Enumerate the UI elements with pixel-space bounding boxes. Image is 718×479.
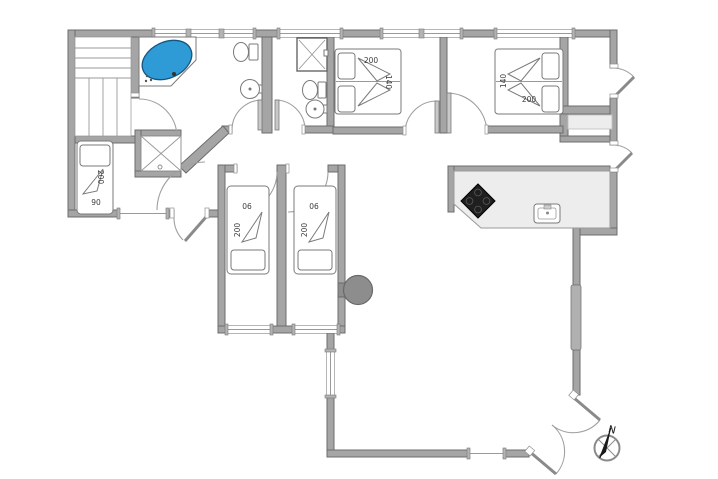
bed-length-label: 200 [522,95,537,104]
double-bed-right: 140 200 [494,48,564,115]
bedroom1-door-swing-arc [404,100,438,134]
kitchen-stove [460,183,496,219]
spa-drain [172,72,176,76]
door-jambs [129,63,619,457]
spa-water [141,39,193,81]
side-door-swing-arc [612,144,633,154]
bedroom2-door-leaf [446,92,452,134]
toilet-tank [317,81,327,99]
bedroom2-door-swing-arc [446,92,488,134]
pillow [230,249,266,271]
kitchen [453,170,611,229]
toilet-bowl [233,42,249,62]
toilet-bowl [302,80,318,100]
pillow [297,249,333,271]
bathroom2-door-leaf [274,99,280,131]
sauna-door-swing-arc [138,98,178,138]
kitchen-counter [453,170,611,229]
exterior-door-leaf [183,216,208,242]
duvet-fold [506,57,541,82]
pillow [541,52,560,80]
tall-window [570,284,582,351]
wardrobe [567,114,613,130]
sink-tap [543,204,552,210]
pillow [79,144,111,167]
shower-knob [323,49,329,57]
duvet-fold [240,211,263,243]
single-bed-niche: 200 90 [76,140,114,215]
duvet-fold [81,168,104,195]
bathroom2-fixtures [296,37,329,119]
single-bed-room1: 90 200 [226,185,270,275]
bed-length-label: 200 [233,223,242,238]
bathroom1-door-swing-arc [231,99,263,131]
bed-length-label: 200 [96,170,105,185]
bed-width-label: 90 [91,198,101,207]
pillow [337,52,356,80]
bed-width-label: 140 [384,75,393,90]
pillow [337,85,356,113]
duvet-fold [506,82,541,107]
windows [116,27,582,460]
single-bed-room2: 90 200 [293,185,337,275]
shower-hall [140,135,182,172]
exterior-door-swing-arc [173,216,184,241]
entry-door-swing-arc [612,67,635,78]
duvet-fold [357,82,392,107]
sauna-benches [74,36,132,137]
pillow [541,85,560,113]
patio-door-leaf-right [573,396,601,422]
bed-length-label: 200 [300,223,309,238]
double-bed-left: 200 140 [334,48,402,115]
wood-stove [337,274,374,306]
bed-width-label: 90 [309,201,319,210]
patio-door-swing-arc-right [551,419,601,434]
bathroom2-door-swing-arc [274,99,306,131]
spa-bath [138,36,197,87]
hall-door-swing-arc [156,161,206,211]
patio-door-swing-arc-left [551,424,566,475]
shower-drain [157,164,163,170]
compass-rose: N [593,424,621,462]
bed-length-label: 200 [364,56,379,65]
duvet-fold [307,211,330,243]
bed-width-label: 90 [242,201,252,210]
north-label: N [607,424,617,436]
bathroom1-door-leaf [257,99,263,131]
patio-door-leaf-left [529,450,557,476]
bed-width-label: 140 [499,74,508,89]
duvet-fold [357,57,392,82]
toilet-tank [248,43,259,61]
bedroom1-door-leaf [434,100,440,134]
bathroom1-fixtures [233,42,263,99]
